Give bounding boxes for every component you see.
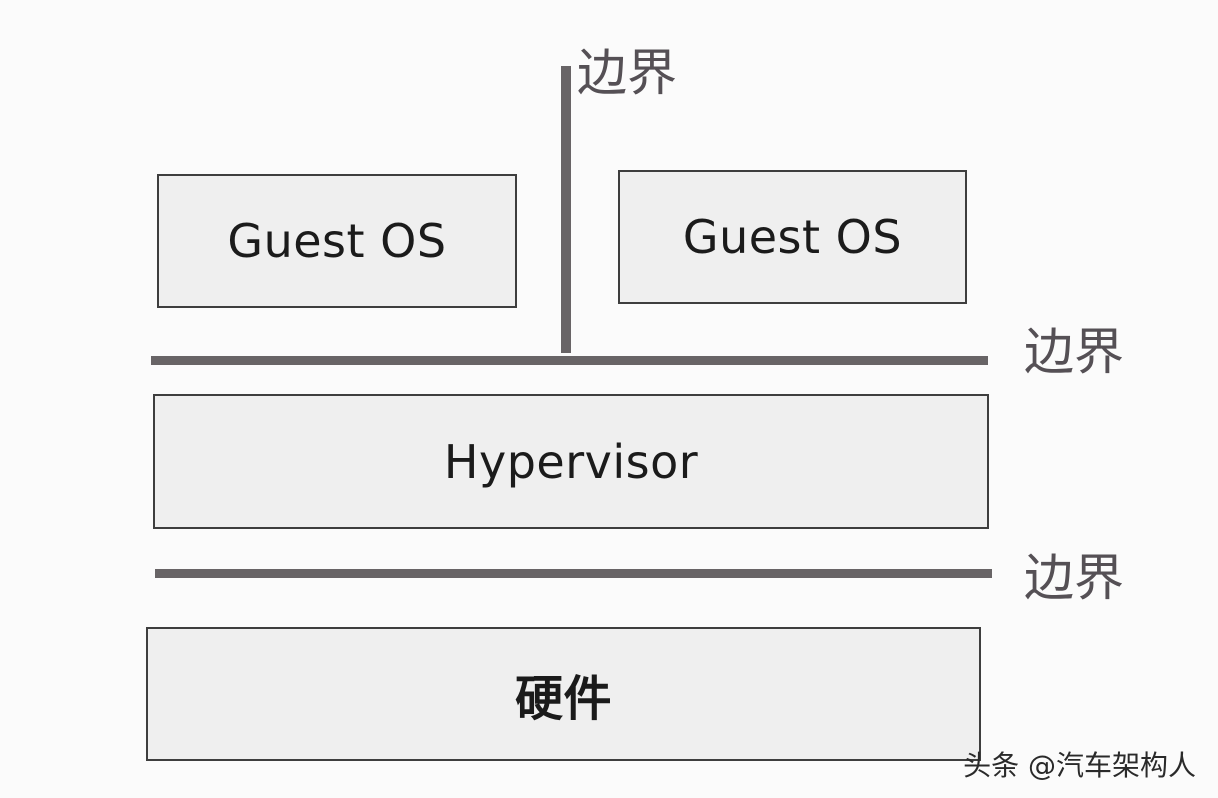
boundary-line-hypervisor-hardware <box>155 569 992 578</box>
watermark: 头条 @汽车架构人 <box>963 749 1196 782</box>
boundary-label-middle: 边界 <box>1024 323 1124 381</box>
boundary-label-bottom: 边界 <box>1024 549 1124 607</box>
guest-os-box-left: Guest OS <box>157 174 517 308</box>
vertical-boundary-line <box>561 66 571 353</box>
hypervisor-box: Hypervisor <box>153 394 989 529</box>
boundary-line-guest-hypervisor <box>151 356 988 365</box>
hypervisor-label: Hypervisor <box>443 434 699 489</box>
hardware-box: 硬件 <box>146 627 981 761</box>
hardware-label: 硬件 <box>514 671 612 727</box>
boundary-label-top: 边界 <box>577 44 677 102</box>
guest-os-label-left: Guest OS <box>227 214 447 268</box>
guest-os-box-right: Guest OS <box>618 170 967 304</box>
guest-os-label-right: Guest OS <box>682 210 903 264</box>
